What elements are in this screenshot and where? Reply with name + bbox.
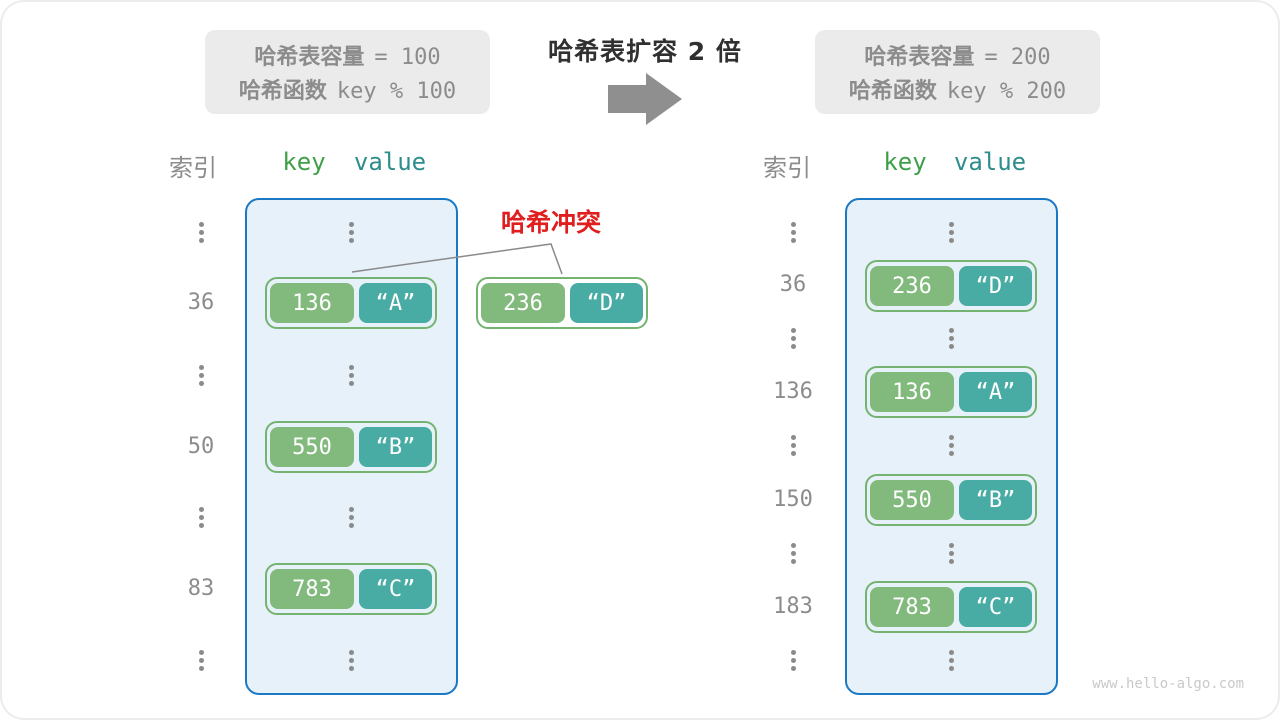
key-box: 783 <box>870 587 954 627</box>
vertical-ellipsis-icon <box>345 222 357 243</box>
hash-pair-cell-550B: 550 “B” <box>865 474 1037 526</box>
vertical-ellipsis-icon <box>787 435 799 456</box>
hash-function-value: key % 100 <box>336 79 457 104</box>
vertical-ellipsis-icon <box>195 507 207 528</box>
hash-pair-cell-236D: 236 “D” <box>865 260 1037 312</box>
expand-title: 哈希表扩容 2 倍 <box>548 37 742 66</box>
vertical-ellipsis-icon <box>945 650 957 671</box>
vertical-ellipsis-icon <box>195 365 207 386</box>
key-box: 550 <box>870 480 954 520</box>
left-index-header: 索引 <box>169 154 217 182</box>
hash-pair-cell-550B: 550 “B” <box>265 421 437 473</box>
capacity-label: 哈希表容量 <box>254 45 365 70</box>
collision-label: 哈希冲突 <box>500 208 601 237</box>
value-box: “A” <box>359 283 432 323</box>
hash-function-label: 哈希函数 <box>238 79 327 104</box>
right-key-header: key <box>883 148 927 176</box>
capacity-label: 哈希表容量 <box>864 45 975 70</box>
watermark: www.hello-algo.com <box>1092 676 1244 692</box>
hash-pair-cell-783C: 783 “C” <box>865 581 1037 633</box>
right-value-header: value <box>953 148 1027 176</box>
key-box: 550 <box>270 427 354 467</box>
capacity-value: = 200 <box>984 45 1051 70</box>
key-box: 236 <box>481 283 565 323</box>
capacity-line: 哈希表容量 = 100 <box>254 39 440 71</box>
value-box: “A” <box>959 372 1032 412</box>
right-index-150: 150 <box>773 487 813 512</box>
key-box: 236 <box>870 266 954 306</box>
left-value-header: value <box>353 148 427 176</box>
right-index-header: 索引 <box>763 154 811 182</box>
capacity-box-before: 哈希表容量 = 100 哈希函数 key % 100 <box>205 30 490 114</box>
vertical-ellipsis-icon <box>787 650 799 671</box>
vertical-ellipsis-icon <box>195 222 207 243</box>
vertical-ellipsis-icon <box>945 543 957 564</box>
value-box: “D” <box>570 283 643 323</box>
value-box: “C” <box>959 587 1032 627</box>
hash-function-label: 哈希函数 <box>848 79 937 104</box>
left-key-header: key <box>282 148 326 176</box>
vertical-ellipsis-icon <box>345 650 357 671</box>
vertical-ellipsis-icon <box>787 222 799 243</box>
right-arrow-icon <box>608 73 682 125</box>
vertical-ellipsis-icon <box>945 328 957 349</box>
collision-connector-line <box>351 243 563 275</box>
hash-function-line: 哈希函数 key % 200 <box>849 73 1066 105</box>
hash-function-line: 哈希函数 key % 100 <box>239 73 456 105</box>
right-index-183: 183 <box>773 594 813 619</box>
vertical-ellipsis-icon <box>787 328 799 349</box>
vertical-ellipsis-icon <box>945 435 957 456</box>
collision-pair-cell-236D: 236 “D” <box>476 277 648 329</box>
key-box: 136 <box>870 372 954 412</box>
hash-pair-cell-136A: 136 “A” <box>265 277 437 329</box>
right-index-36: 36 <box>779 272 807 297</box>
hash-pair-cell-783C: 783 “C” <box>265 563 437 615</box>
value-box: “B” <box>359 427 432 467</box>
left-index-50: 50 <box>187 434 215 459</box>
value-box: “C” <box>359 569 432 609</box>
vertical-ellipsis-icon <box>945 222 957 243</box>
capacity-line: 哈希表容量 = 200 <box>864 39 1050 71</box>
capacity-value: = 100 <box>374 45 441 70</box>
value-box: “B” <box>959 480 1032 520</box>
capacity-box-after: 哈希表容量 = 200 哈希函数 key % 200 <box>815 30 1100 114</box>
hash-function-value: key % 200 <box>946 79 1067 104</box>
left-index-83: 83 <box>187 576 215 601</box>
key-box: 136 <box>270 283 354 323</box>
vertical-ellipsis-icon <box>345 365 357 386</box>
left-index-36: 36 <box>187 290 215 315</box>
right-index-136: 136 <box>773 379 813 404</box>
value-box: “D” <box>959 266 1032 306</box>
vertical-ellipsis-icon <box>195 650 207 671</box>
vertical-ellipsis-icon <box>787 543 799 564</box>
hash-pair-cell-136A: 136 “A” <box>865 366 1037 418</box>
vertical-ellipsis-icon <box>345 507 357 528</box>
key-box: 783 <box>270 569 354 609</box>
